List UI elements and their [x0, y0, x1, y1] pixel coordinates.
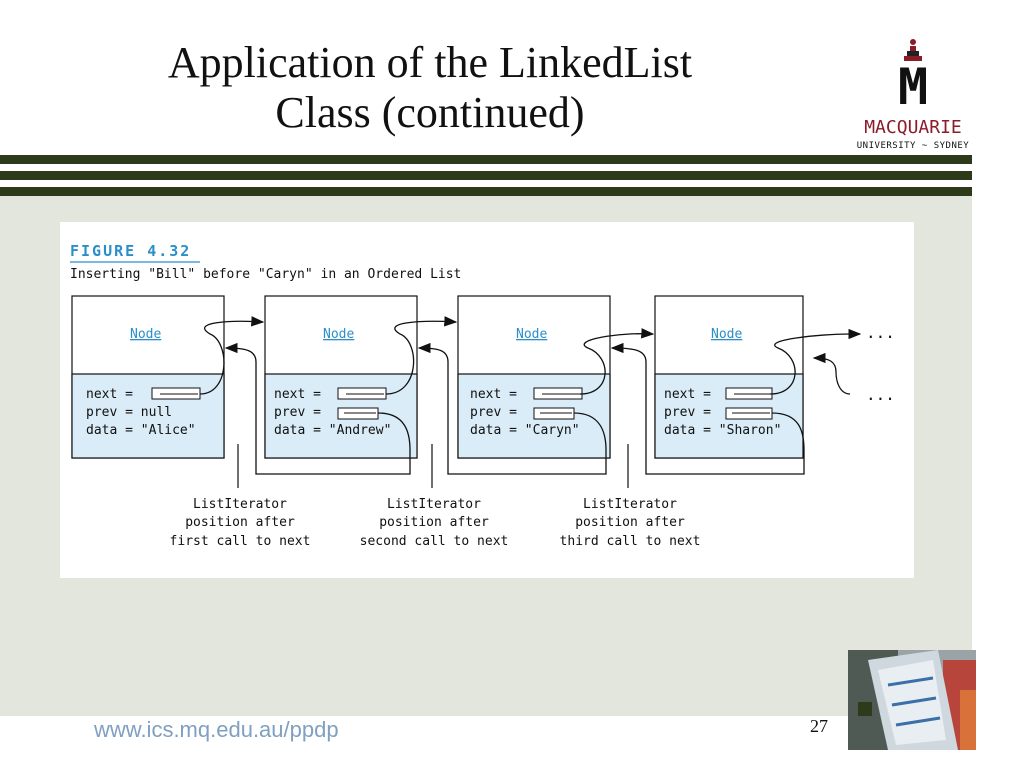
node-next-label: next =: [274, 387, 321, 402]
figure-caption: Inserting "Bill" before "Caryn" in an Or…: [70, 267, 461, 282]
footer-url[interactable]: www.ics.mq.edu.au/ppdp: [94, 717, 339, 742]
node-prev-label: prev =: [274, 405, 321, 420]
iterator-3-line1: ListIterator: [583, 497, 677, 512]
node-header: Node: [323, 327, 354, 342]
crest-icon: [904, 39, 922, 61]
node-prev-label: prev = null: [86, 405, 172, 420]
caption-caryn: "Caryn": [258, 267, 313, 282]
title-area: [0, 0, 1024, 155]
iterator-2-line3: second call to next: [360, 534, 509, 549]
next-pointers: [199, 316, 862, 395]
node-next-label: next =: [664, 387, 711, 402]
logo-letter: M: [898, 58, 928, 116]
node-header: Node: [516, 327, 547, 342]
ellipsis-top: ...: [866, 323, 895, 342]
node-alice: Node next = prev = null data = "Alice": [71, 295, 225, 459]
iterator-labels: ListIterator position after first call t…: [170, 497, 701, 549]
caption-suffix: in an Ordered List: [313, 267, 462, 282]
node-andrew: Node next = prev = data = "Andrew": [264, 295, 418, 459]
caption-bill: "Bill": [148, 267, 195, 282]
slide-title: Application of the LinkedList Class (con…: [60, 38, 800, 138]
page-number: 27: [810, 716, 828, 736]
logo-name: MACQUARIE: [864, 117, 962, 138]
header-stripe-3: [0, 187, 972, 196]
node-data-label: data = "Caryn": [470, 423, 580, 438]
iterator-3-line2: position after: [575, 515, 685, 530]
ellipsis-bottom: ...: [866, 385, 895, 404]
node-next-label: next =: [86, 387, 133, 402]
iterator-2-line1: ListIterator: [387, 497, 481, 512]
prev-pointers: [224, 342, 851, 475]
figure-diagram: FIGURE 4.32 Inserting "Bill" before "Car…: [70, 242, 895, 549]
node-next-label: next =: [470, 387, 517, 402]
caption-mid: before: [195, 267, 258, 282]
node-data-label: data = "Sharon": [664, 423, 781, 438]
node-data-label: data = "Andrew": [274, 423, 391, 438]
figure-panel: FIGURE 4.32 Inserting "Bill" before "Car…: [60, 222, 914, 578]
iterator-markers: [237, 444, 629, 488]
macquarie-logo: M MACQUARIE UNIVERSITY ~ SYDNEY: [857, 39, 970, 151]
slide-title-line1: Application of the LinkedList: [167, 38, 693, 87]
right-edge: [972, 155, 1024, 768]
node-data-label: data = "Alice": [86, 423, 196, 438]
iterator-1-line1: ListIterator: [193, 497, 287, 512]
caption-prefix: Inserting: [70, 267, 148, 282]
slide-title-line2: Class (continued): [275, 88, 585, 137]
logo-subtitle: UNIVERSITY ~ SYDNEY: [857, 141, 970, 151]
node-prev-label: prev =: [470, 405, 517, 420]
header-stripe-1: [0, 155, 972, 164]
iterator-2-line2: position after: [379, 515, 489, 530]
iterator-1-line3: first call to next: [170, 534, 311, 549]
node-sharon: Node next = prev = data = "Sharon": [654, 295, 804, 459]
iterator-3-line3: third call to next: [560, 534, 701, 549]
decorative-photo: [848, 650, 976, 750]
node-caryn: Node next = prev = data = "Caryn": [457, 295, 611, 459]
node-header: Node: [711, 327, 742, 342]
node-prev-label: prev =: [664, 405, 711, 420]
iterator-1-line2: position after: [185, 515, 295, 530]
figure-label: FIGURE 4.32: [70, 242, 191, 260]
header-stripe-2: [0, 171, 972, 180]
node-header: Node: [130, 327, 161, 342]
